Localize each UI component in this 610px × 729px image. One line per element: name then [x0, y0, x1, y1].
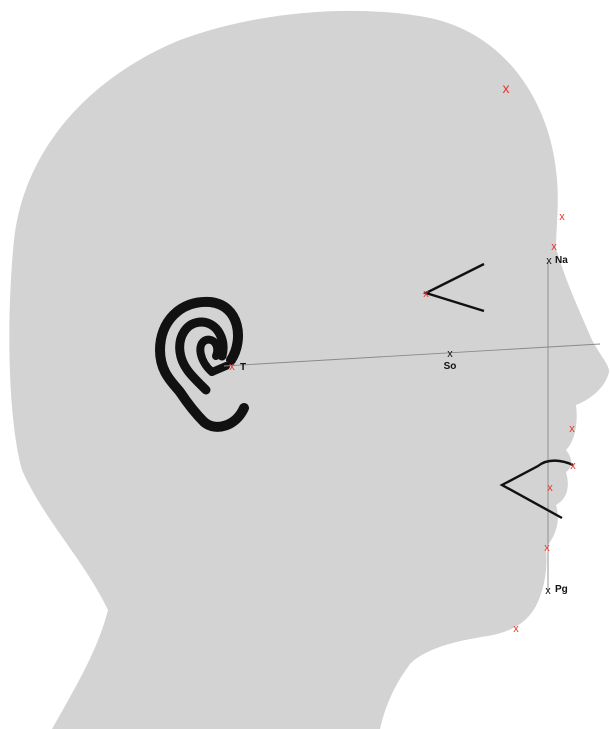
- marker-mouth-corner: x: [547, 482, 553, 494]
- marker-glabella: x: [559, 211, 565, 223]
- marker-subnasale: x: [569, 423, 575, 435]
- marker-tragus: x: [229, 361, 235, 373]
- head-silhouette: [9, 11, 609, 729]
- marker-lower-lip: x: [544, 542, 550, 554]
- label-na: Na: [555, 255, 568, 266]
- marker-na: x: [546, 255, 552, 267]
- label-pg: Pg: [555, 584, 568, 595]
- marker-menton: x: [513, 623, 519, 635]
- marker-pg: x: [545, 585, 551, 597]
- marker-so: x: [447, 348, 453, 360]
- marker-soft-nasion: x: [551, 241, 557, 253]
- label-t: T: [240, 362, 246, 373]
- marker-eye-corner: x: [423, 288, 429, 300]
- marker-vertex: x: [503, 80, 510, 96]
- label-so: So: [444, 361, 457, 372]
- marker-upper-lip: x: [570, 460, 576, 472]
